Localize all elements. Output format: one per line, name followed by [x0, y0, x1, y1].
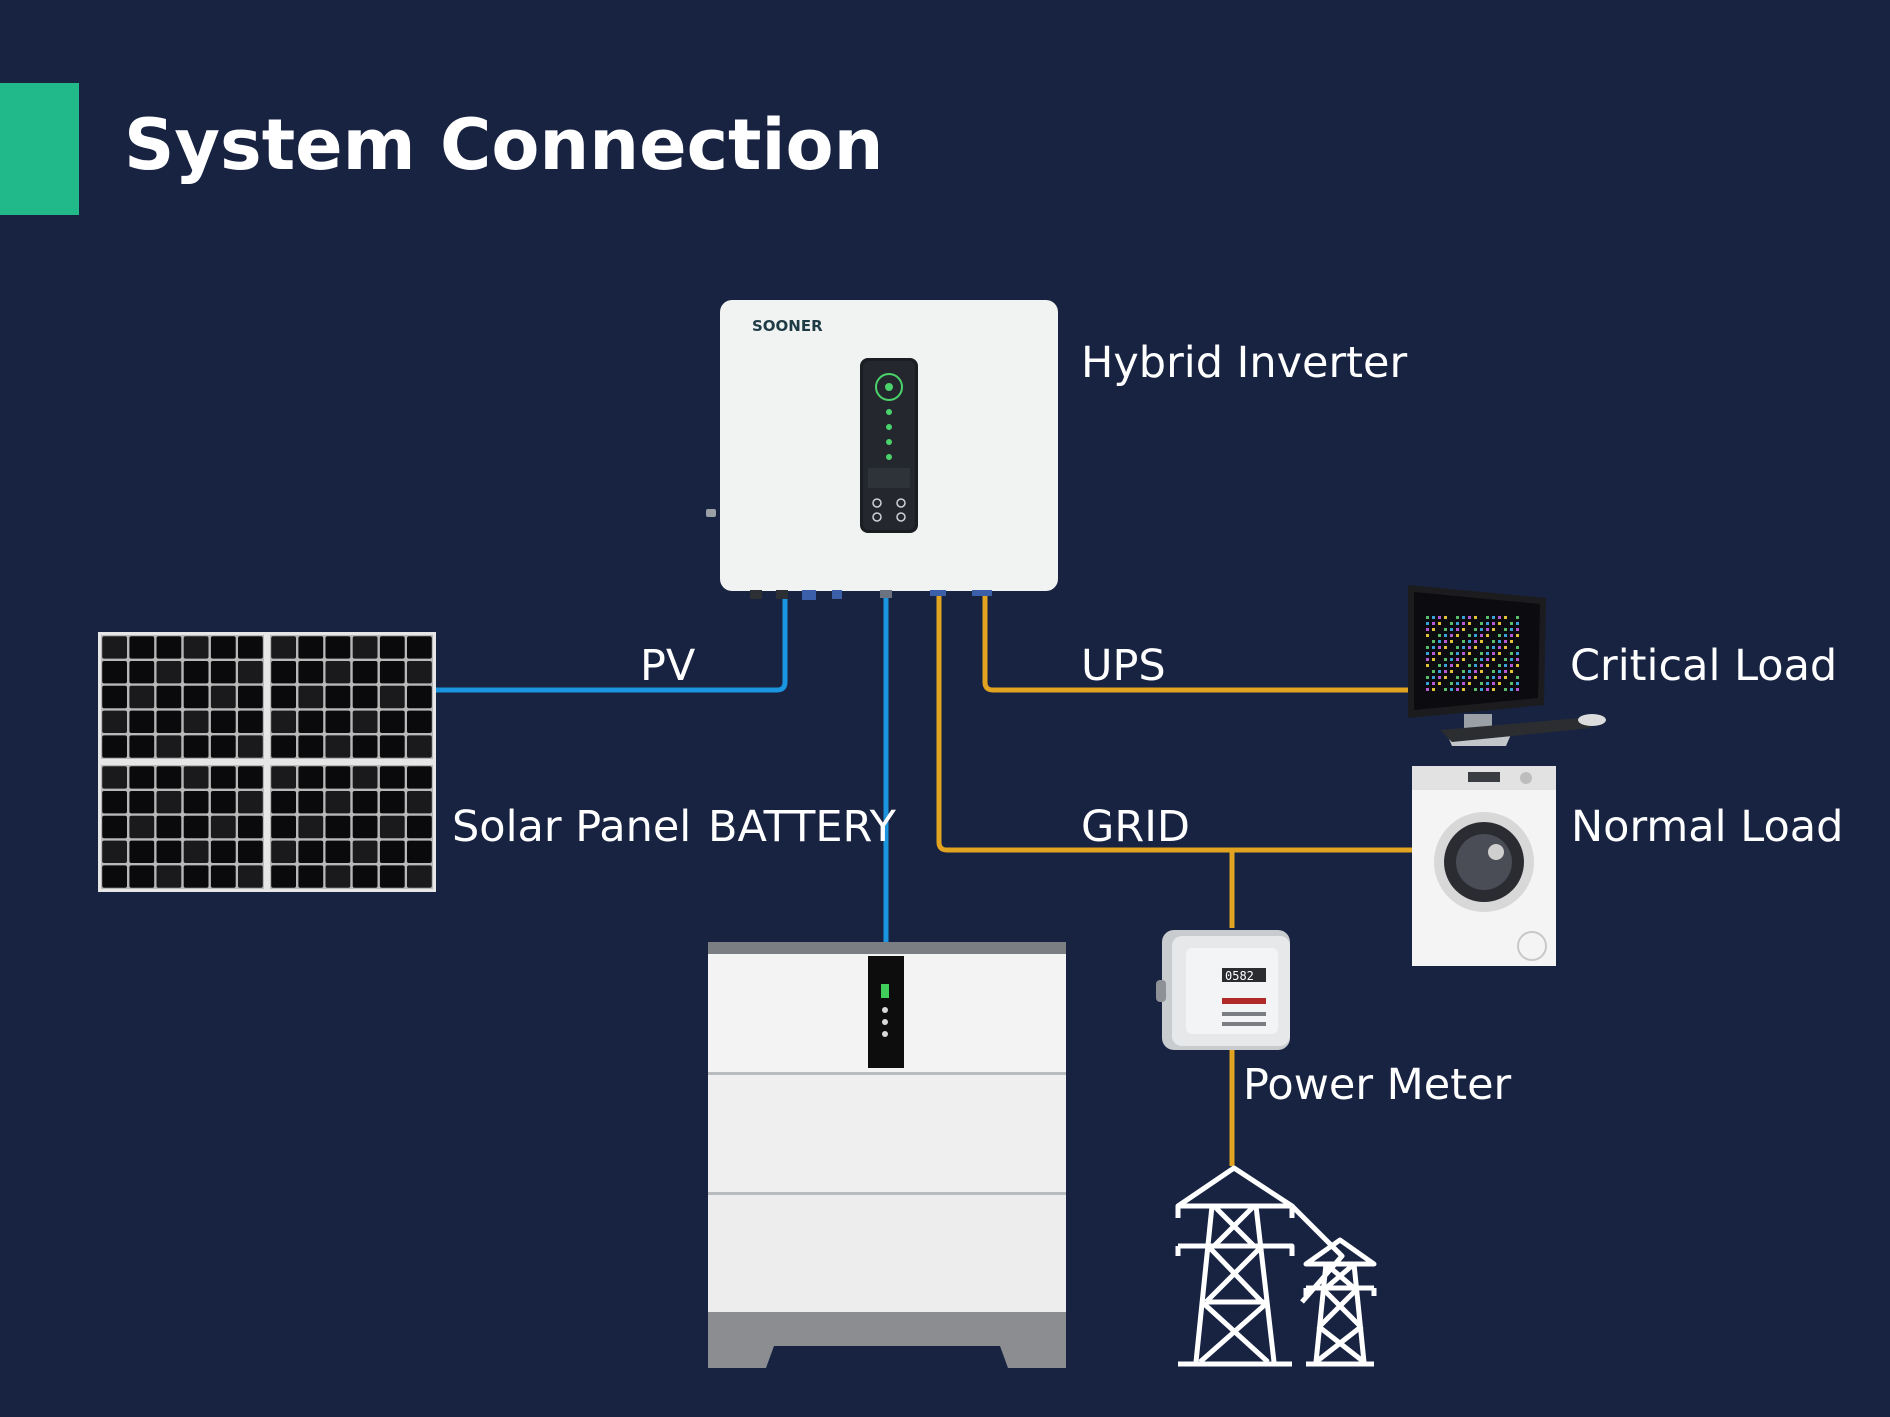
inverter-brand-logo: SOONER [752, 317, 823, 335]
critical-load-label: Critical Load [1570, 641, 1838, 691]
hybrid-inverter-label: Hybrid Inverter [1081, 338, 1408, 388]
desktop-computer-icon [1408, 585, 1606, 746]
grid-line [936, 596, 1416, 853]
ups-connection-label: UPS [1081, 641, 1166, 691]
solar-panel-icon [98, 632, 436, 892]
normal-load-label: Normal Load [1571, 802, 1844, 852]
washing-machine-icon [1412, 766, 1556, 966]
pv-connection-label: PV [640, 641, 696, 691]
transmission-tower-icon [1175, 1165, 1377, 1367]
battery-stack-icon [708, 942, 1066, 1368]
battery-label: BATTERY [708, 802, 896, 852]
solar-panel-label: Solar Panel [452, 802, 692, 852]
ups-line [982, 596, 1412, 693]
power-meter-icon: 0582 [1156, 930, 1290, 1050]
grid-connection-label: GRID [1081, 802, 1190, 852]
page-title: System Connection [124, 104, 884, 186]
power-meter-label: Power Meter [1243, 1060, 1512, 1110]
hybrid-inverter-icon: SOONER [706, 300, 1058, 600]
pv-line [434, 598, 788, 693]
svg-text:0582: 0582 [1225, 969, 1254, 983]
title-accent-bar [0, 83, 79, 215]
